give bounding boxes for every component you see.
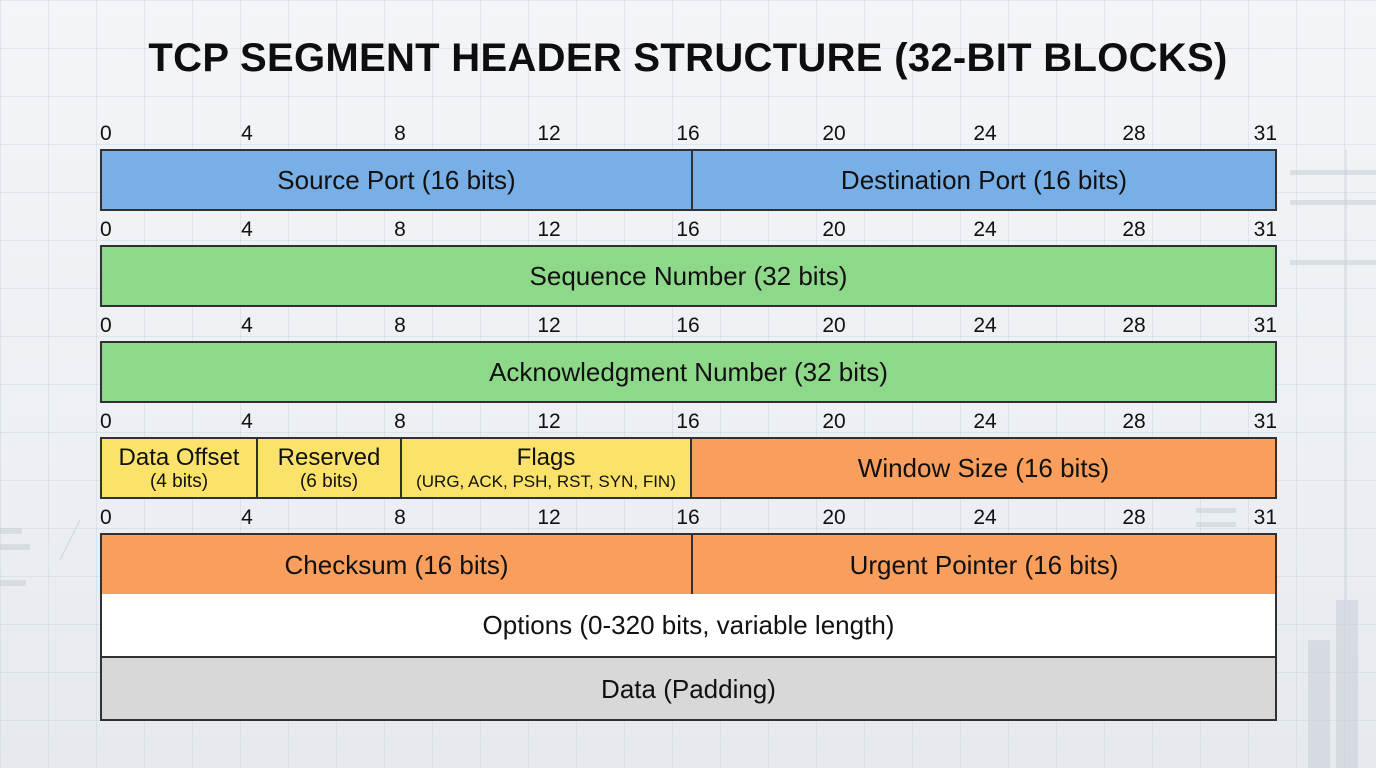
bit-tick-label: 20 [822,314,846,337]
bit-ruler: 0 4 8 12 16 20 24 28 31 [100,506,1277,530]
bit-tick-label: 0 [100,314,112,337]
bit-tick-label: 24 [973,314,997,337]
field-label: Flags [516,443,576,471]
header-row: Sequence Number (32 bits) [100,245,1277,307]
field-checksum: Checksum (16 bits) [102,535,691,594]
bit-ruler: 0 4 8 12 16 20 24 28 31 [100,218,1277,242]
bit-tick-label: 28 [1122,122,1146,145]
field-label: Source Port (16 bits) [277,165,516,195]
data-row: Data (Padding) [100,656,1277,721]
bit-tick-label: 0 [100,506,112,529]
bit-tick-label: 31 [1253,506,1277,529]
header-row: Acknowledgment Number (32 bits) [100,341,1277,403]
bit-tick-label: 12 [537,410,561,433]
field-label: Urgent Pointer (16 bits) [849,549,1119,580]
bit-tick-label: 0 [100,122,112,145]
bit-tick-label: 28 [1122,218,1146,241]
field-label: Data Offset [118,443,240,471]
bit-tick-label: 16 [676,218,700,241]
bit-tick-label: 31 [1253,314,1277,337]
bit-ruler: 0 4 8 12 16 20 24 28 31 [100,122,1277,146]
bit-tick-label: 20 [822,410,846,433]
bit-tick-label: 8 [394,218,406,241]
bit-tick-label: 28 [1122,410,1146,433]
field-label: Reserved [277,443,381,471]
bit-tick-label: 12 [537,506,561,529]
bit-tick-label: 8 [394,410,406,433]
field-urgent-pointer: Urgent Pointer (16 bits) [691,535,1275,594]
bit-tick-label: 4 [241,506,253,529]
bit-tick-label: 20 [822,218,846,241]
field-sublabel: (6 bits) [299,470,359,492]
field-reserved: Reserved(6 bits) [256,439,400,497]
field-label: Destination Port (16 bits) [840,165,1128,195]
bit-tick-label: 4 [241,410,253,433]
bit-tick-label: 31 [1253,410,1277,433]
field-sublabel: (URG, ACK, PSH, RST, SYN, FIN) [416,471,676,491]
field-sequence-number: Sequence Number (32 bits) [102,247,1275,305]
field-destination-port: Destination Port (16 bits) [691,151,1275,209]
field-label: Window Size (16 bits) [857,453,1110,483]
bit-tick-label: 12 [537,314,561,337]
field-label: Checksum (16 bits) [284,549,509,580]
bit-tick-label: 24 [973,218,997,241]
header-row: Source Port (16 bits) Destination Port (1… [100,149,1277,211]
bit-tick-label: 16 [676,122,700,145]
bit-tick-label: 8 [394,122,406,145]
bit-tick-label: 8 [394,506,406,529]
field-label: Acknowledgment Number (32 bits) [489,357,888,387]
header-row: Data Offset(4 bits)Reserved(6 bits)Flags… [100,437,1277,499]
bit-tick-label: 4 [241,218,253,241]
field-source-port: Source Port (16 bits) [102,151,691,209]
bit-tick-label: 12 [537,122,561,145]
bit-ruler: 0 4 8 12 16 20 24 28 31 [100,410,1277,434]
bit-tick-label: 16 [676,506,700,529]
bit-tick-label: 28 [1122,314,1146,337]
bit-tick-label: 31 [1253,218,1277,241]
options-row: Options (0-320 bits, variable length) [100,594,1277,658]
bit-tick-label: 20 [822,506,846,529]
bit-tick-label: 24 [973,410,997,433]
bit-tick-label: 20 [822,122,846,145]
bit-tick-label: 16 [676,410,700,433]
field-label: Data (Padding) [601,673,776,704]
field-label: Options (0-320 bits, variable length) [482,610,895,640]
header-row: Checksum (16 bits) Urgent Pointer (16 bit… [100,533,1277,596]
field-flags: Flags(URG, ACK, PSH, RST, SYN, FIN) [400,439,690,497]
bit-tick-label: 4 [241,122,253,145]
bit-tick-label: 8 [394,314,406,337]
field-options: Options (0-320 bits, variable length) [102,594,1275,656]
bit-tick-label: 28 [1122,506,1146,529]
field-label: Sequence Number (32 bits) [529,261,848,291]
bit-tick-label: 31 [1253,122,1277,145]
field-window-size: Window Size (16 bits) [690,439,1275,497]
bit-tick-label: 0 [100,410,112,433]
field-data: Data (Padding) [102,658,1275,719]
field-data-offset: Data Offset(4 bits) [102,439,256,497]
field-acknowledgment-number: Acknowledgment Number (32 bits) [102,343,1275,401]
bit-tick-label: 16 [676,314,700,337]
bit-ruler: 0 4 8 12 16 20 24 28 31 [100,314,1277,338]
bit-tick-label: 0 [100,218,112,241]
bit-tick-label: 24 [973,122,997,145]
bit-tick-label: 24 [973,506,997,529]
page-title: TCP SEGMENT HEADER STRUCTURE (32-BIT BLO… [148,36,1228,80]
bit-tick-label: 12 [537,218,561,241]
bit-tick-label: 4 [241,314,253,337]
field-sublabel: (4 bits) [149,470,209,492]
